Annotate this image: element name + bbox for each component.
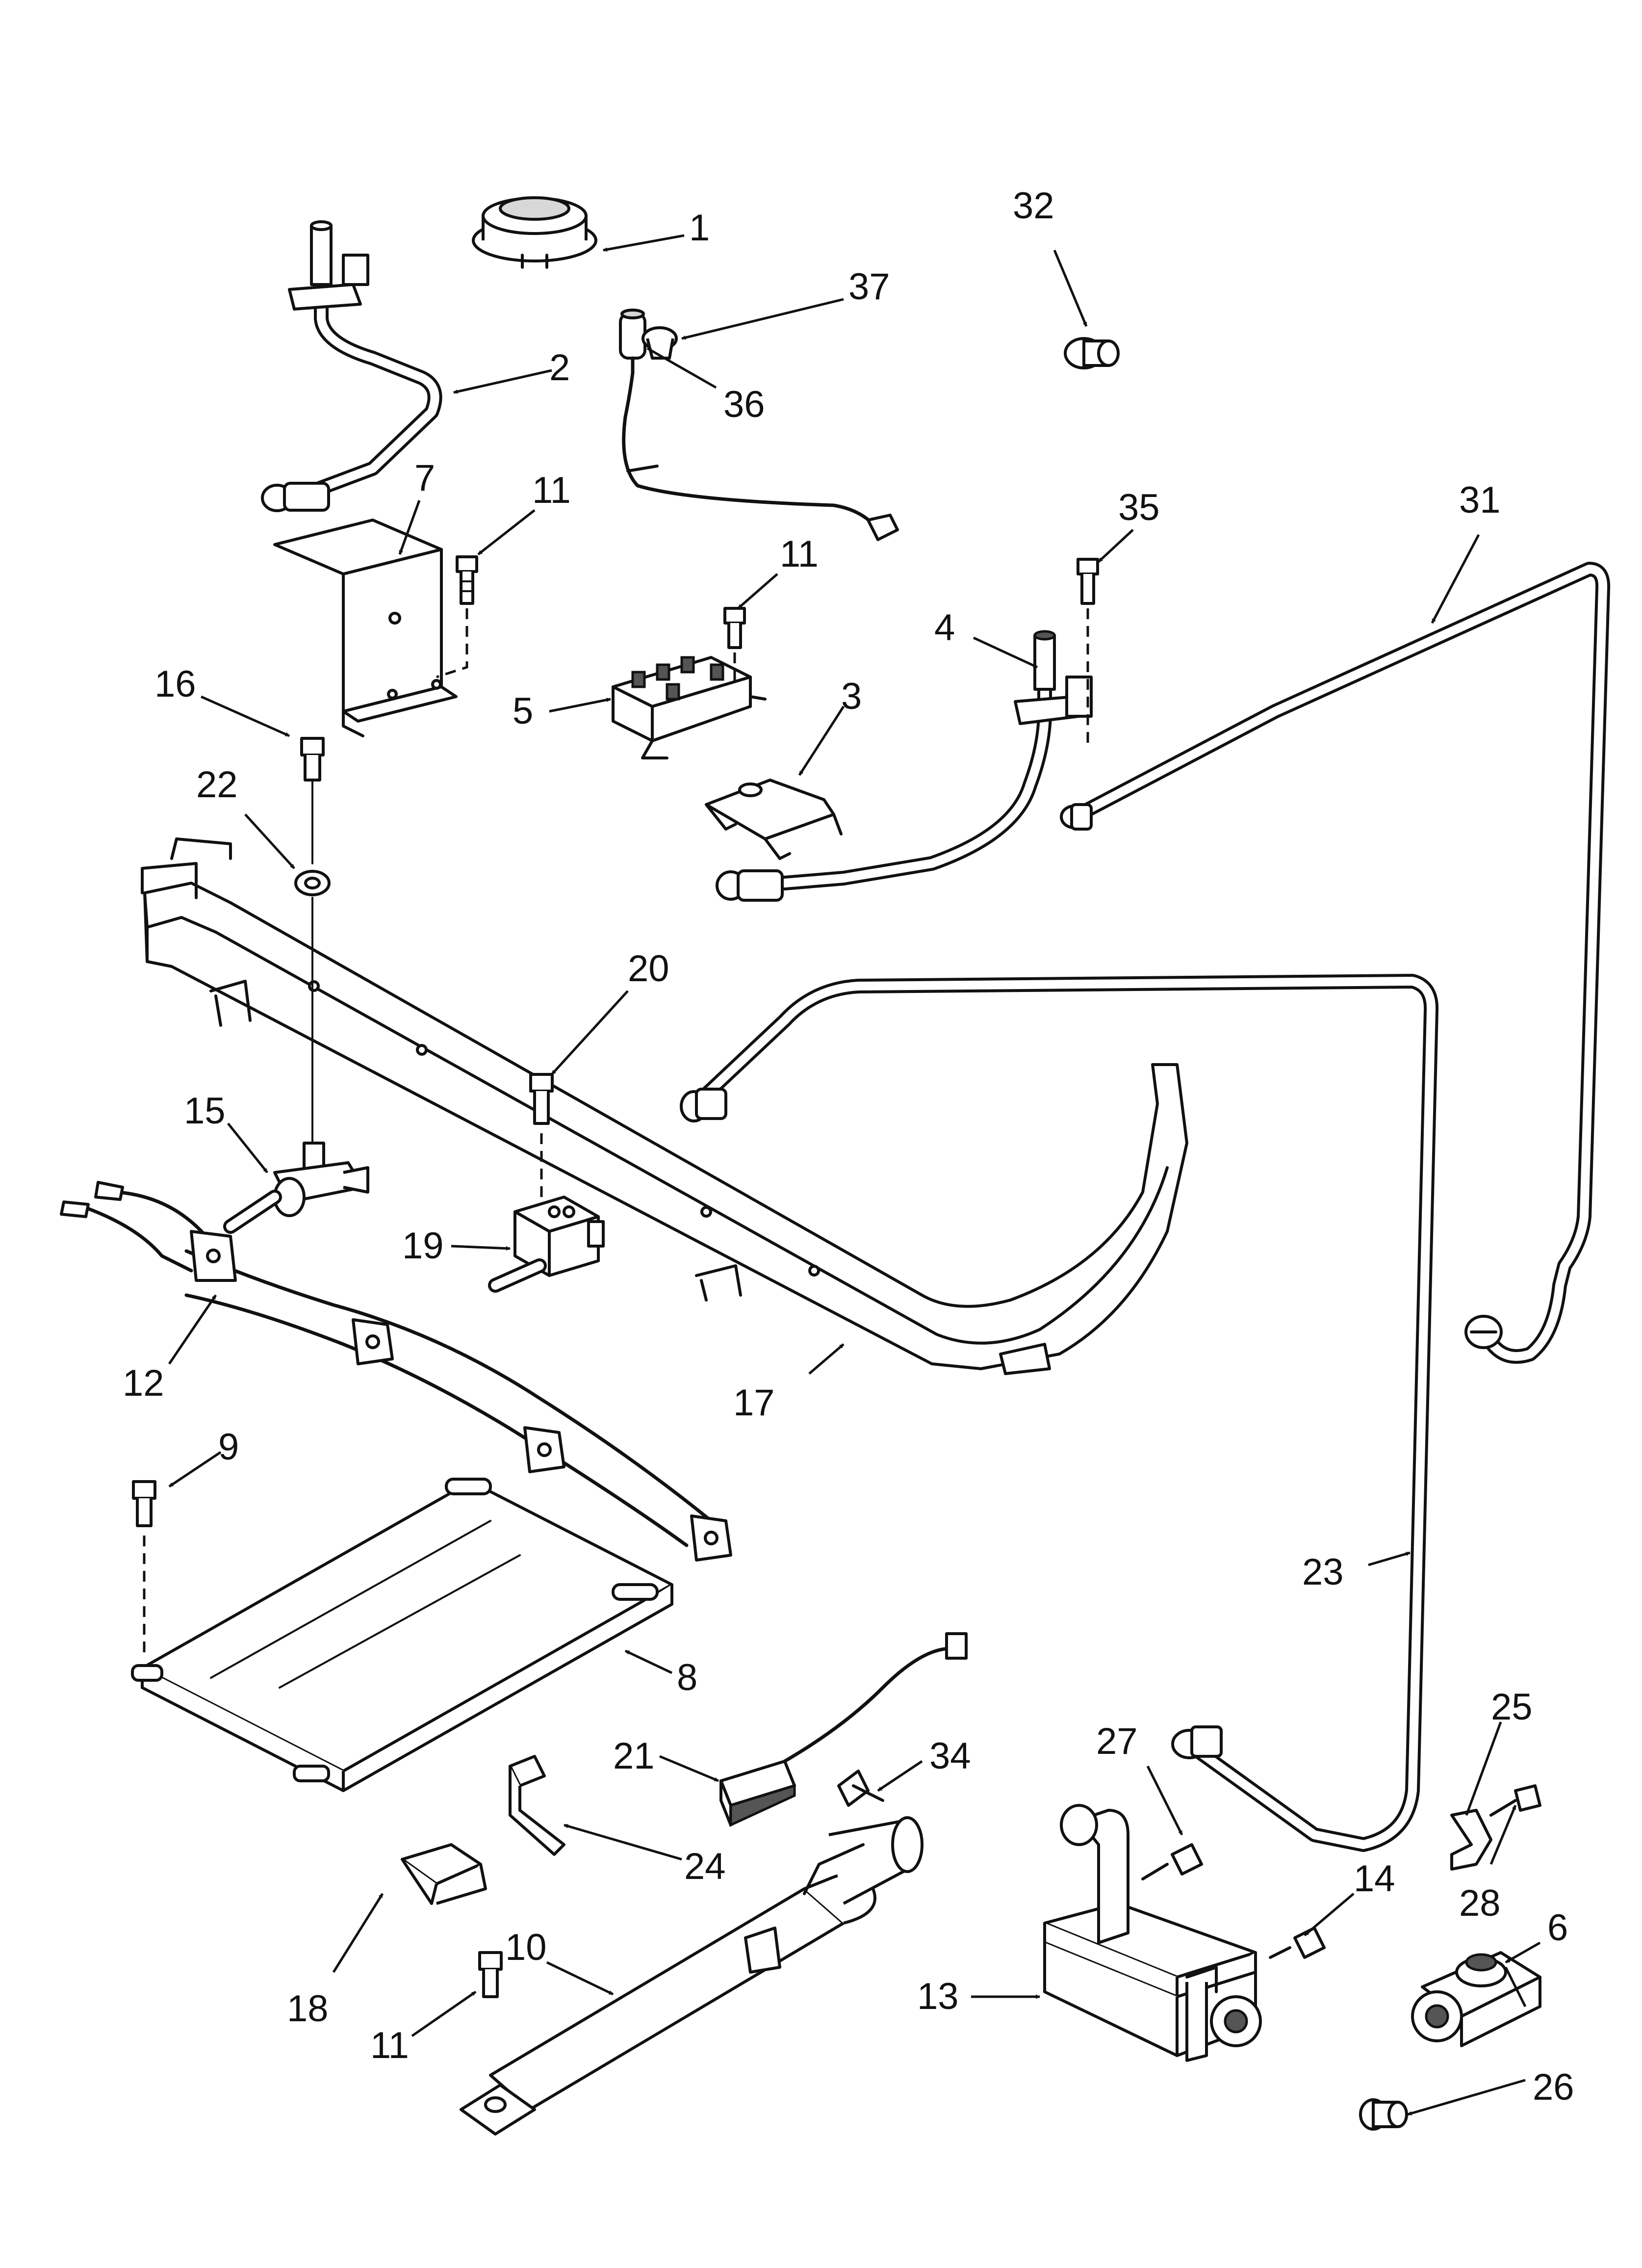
part-15-valve: [223, 1142, 369, 1234]
callout-13: 13: [917, 1976, 959, 2017]
part-22-washer: [294, 870, 331, 1144]
callout-11a: 11: [532, 469, 571, 511]
part-10-burner: [460, 1816, 924, 2136]
callout-32: 32: [1013, 185, 1054, 227]
callout-labels: 1 2 3 4 5 6 7 8 9 10 11 11 11 12 13 14 1…: [123, 185, 1574, 2108]
part-8-cover-plate: [131, 1478, 673, 1792]
callout-35: 35: [1118, 487, 1160, 528]
callout-6: 6: [1547, 1907, 1568, 1949]
part-5-spark-module: [612, 656, 767, 759]
part-9-screw: [132, 1480, 156, 1658]
callout-25: 25: [1491, 1686, 1533, 1728]
part-32-orifice-fitting: [1064, 337, 1120, 369]
part-21-igniter: [719, 1632, 968, 1827]
part-16-screw: [300, 737, 325, 864]
callout-1: 1: [689, 207, 710, 249]
part-19-switch: [488, 1196, 605, 1293]
part-20-screw: [529, 1073, 554, 1207]
callout-34: 34: [929, 1735, 971, 1777]
callout-19: 19: [402, 1225, 444, 1267]
callout-27: 27: [1096, 1721, 1138, 1762]
part-25-clip: [1450, 1809, 1492, 1871]
part-12-wire-harness: [60, 1181, 732, 1562]
part-24-bracket: [509, 1755, 565, 1856]
callout-16: 16: [154, 663, 196, 705]
part-7-shield: [273, 519, 458, 737]
part-37-clip: [626, 465, 659, 472]
callout-37: 37: [848, 266, 890, 308]
part-27-screw: [1141, 1843, 1203, 1880]
callout-36: 36: [723, 384, 765, 425]
callout-15: 15: [184, 1090, 226, 1132]
part-17-manifold: [141, 837, 1188, 1375]
part-1-burner-cap: [472, 196, 597, 269]
part-13-regulator: [1043, 1804, 1262, 2062]
part-18-clip: [401, 1843, 487, 1905]
callout-20: 20: [628, 948, 669, 990]
part-28-screw: [1489, 1784, 1541, 1817]
callout-5: 5: [513, 690, 533, 732]
callout-31: 31: [1459, 479, 1501, 521]
part-35-screw: [1077, 558, 1099, 746]
callout-4: 4: [934, 607, 955, 649]
part-14-screw: [1269, 1927, 1326, 1959]
callout-8: 8: [677, 1657, 697, 1698]
part-34-screw: [837, 1770, 884, 1807]
part-23-gas-tube: [680, 974, 1439, 1852]
part-4-burner-tube: [716, 630, 1093, 902]
callout-12: 12: [123, 1362, 164, 1404]
part-31-gas-tube: [1060, 562, 1611, 1364]
part-3-bracket: [705, 779, 843, 860]
callout-26: 26: [1533, 2066, 1574, 2108]
callout-10: 10: [505, 1927, 547, 1968]
callout-23: 23: [1302, 1551, 1344, 1593]
part-36-electrode-wire: [619, 309, 899, 541]
callout-24: 24: [684, 1846, 726, 1887]
callout-7: 7: [414, 457, 435, 499]
callout-3: 3: [841, 676, 862, 717]
callout-11b: 11: [780, 533, 819, 575]
part-11-screw-a: [436, 555, 478, 678]
callout-leaders: [168, 234, 1541, 2116]
part-11-screw-b: [723, 607, 746, 687]
part-37-grommet: [641, 326, 678, 360]
callout-22: 22: [196, 764, 238, 806]
part-26-fitting: [1359, 2098, 1408, 2131]
callout-11c: 11: [370, 2025, 409, 2066]
callout-21: 21: [613, 1735, 655, 1777]
callout-17: 17: [733, 1382, 775, 1424]
part-2-burner-tube: [261, 220, 442, 512]
callout-18: 18: [287, 1988, 329, 2030]
callout-2: 2: [549, 347, 570, 389]
part-11-screw-c: [478, 1951, 503, 1998]
callout-28: 28: [1459, 1882, 1501, 1924]
callout-9: 9: [218, 1426, 239, 1468]
callout-14: 14: [1354, 1858, 1395, 1900]
